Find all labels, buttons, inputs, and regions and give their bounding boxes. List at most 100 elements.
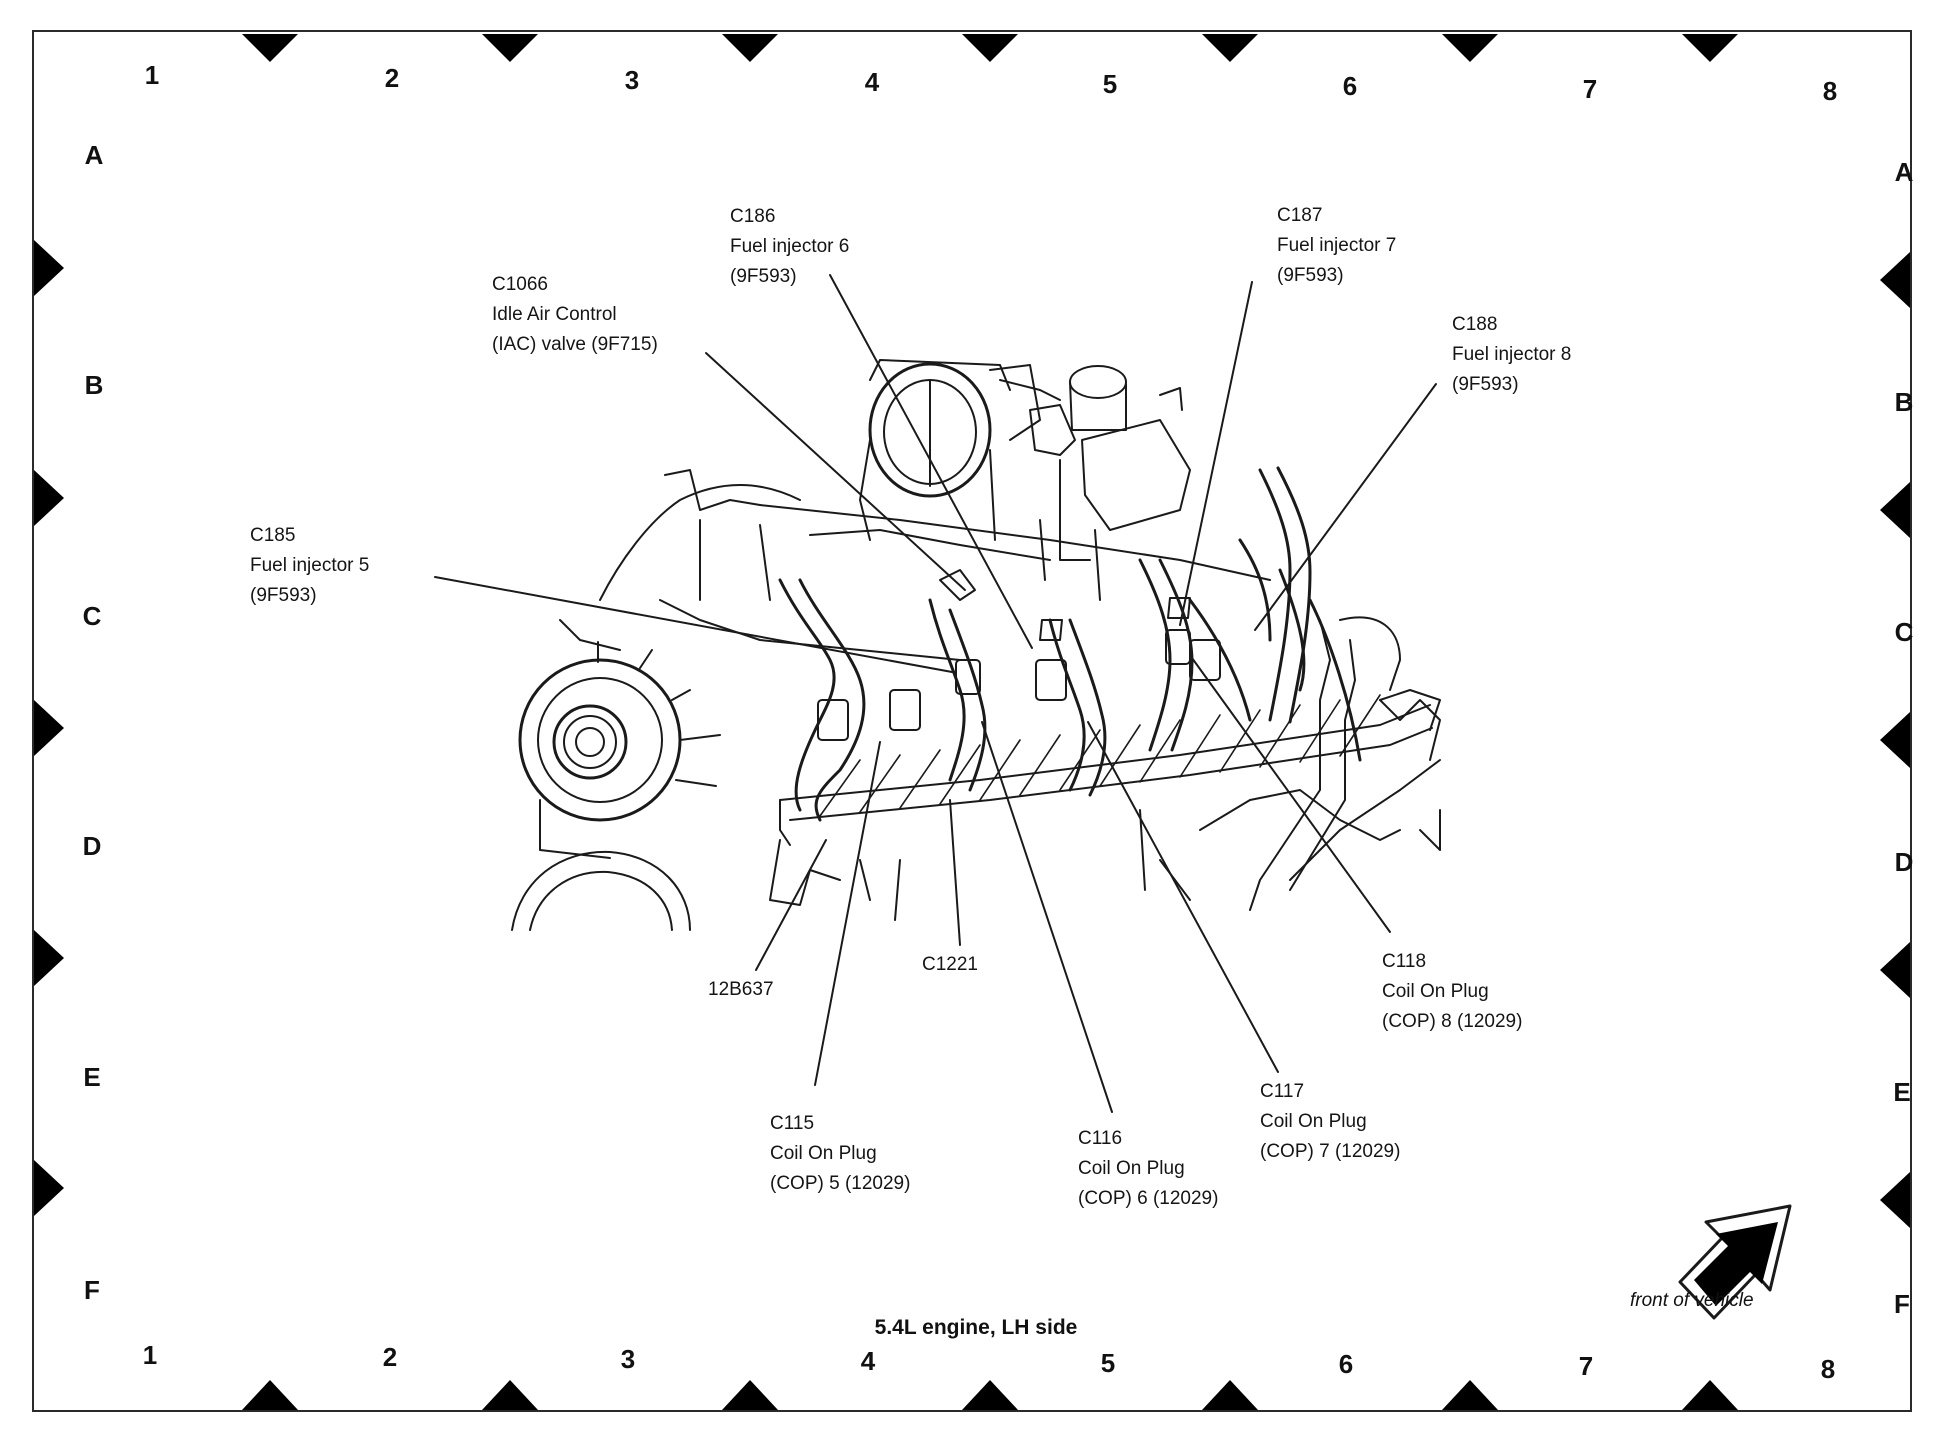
column-label-bottom-2: 2 — [382, 1342, 398, 1372]
callout-c185-line2: (9F593) — [250, 585, 317, 606]
leader-12b637 — [755, 839, 827, 971]
callout-c115-line2: (COP) 5 (12029) — [770, 1173, 911, 1194]
front-arrow-icon — [1678, 1204, 1792, 1320]
column-label-bottom-4: 4 — [860, 1346, 876, 1376]
callout-12b637-id: 12B637 — [708, 979, 774, 1000]
row-label-right-A: A — [1894, 157, 1914, 187]
crank-pulley — [511, 850, 691, 931]
row-label-left-B: B — [84, 370, 104, 400]
leader-c115 — [814, 741, 881, 1086]
callout-c185: C185 Fuel injector 5 (9F593) — [250, 521, 369, 611]
column-label-top-7: 7 — [1582, 74, 1598, 104]
callout-c116: C116 Coil On Plug (COP) 6 (12029) — [1078, 1124, 1218, 1214]
callout-c118-line2: (COP) 8 (12029) — [1382, 1011, 1523, 1032]
valve-cover — [779, 689, 1441, 846]
column-label-top-8: 8 — [1822, 76, 1838, 106]
callout-c187: C187 Fuel injector 7 (9F593) — [1277, 201, 1396, 291]
wiring-harness — [778, 466, 1362, 822]
callout-c116-line2: (COP) 6 (12029) — [1078, 1188, 1219, 1209]
callout-c115-line1: Coil On Plug — [770, 1143, 877, 1164]
iac-valve-block — [1039, 365, 1191, 601]
engine-block — [769, 759, 1441, 921]
row-label-right-C: C — [1894, 617, 1914, 647]
callout-c186-id: C186 — [730, 206, 776, 227]
leader-c1221 — [949, 799, 961, 946]
callout-c118-id: C118 — [1382, 951, 1427, 972]
throttle-body — [859, 359, 1076, 541]
callout-c186-line1: Fuel injector 6 — [730, 236, 850, 257]
callout-c116-line1: Coil On Plug — [1078, 1158, 1185, 1179]
callout-c117: C117 Coil On Plug (COP) 7 (12029) — [1260, 1077, 1400, 1167]
callout-c188-line2: (9F593) — [1452, 374, 1519, 395]
right-markers — [1880, 252, 1910, 1228]
row-label-left-E: E — [83, 1062, 101, 1092]
callout-c117-line1: Coil On Plug — [1260, 1111, 1367, 1132]
top-markers — [242, 34, 1738, 62]
right-hoses — [1249, 616, 1441, 911]
figure-caption: 5.4L engine, LH side — [874, 1316, 1078, 1339]
callout-c115: C115 Coil On Plug (COP) 5 (12029) — [770, 1109, 910, 1199]
row-label-right-F: F — [1894, 1289, 1910, 1319]
column-label-top-3: 3 — [624, 65, 640, 95]
column-label-top-6: 6 — [1342, 71, 1358, 101]
callout-c115-id: C115 — [770, 1113, 815, 1134]
column-label-bottom-3: 3 — [620, 1344, 636, 1374]
callout-12b637: 12B637 — [708, 975, 774, 1005]
column-label-bottom-8: 8 — [1820, 1354, 1836, 1384]
row-label-right-B: B — [1894, 387, 1914, 417]
cop-connectors — [817, 569, 1221, 741]
callout-c1066-line2: (IAC) valve (9F715) — [492, 334, 658, 355]
callout-c117-id: C117 — [1260, 1081, 1305, 1102]
row-label-left-C: C — [82, 601, 102, 631]
column-label-top-1: 1 — [144, 60, 160, 90]
leader-c118 — [1191, 657, 1391, 933]
grid-markers — [34, 34, 1910, 1410]
column-label-top-5: 5 — [1102, 69, 1118, 99]
callout-c187-id: C187 — [1277, 205, 1323, 226]
callout-c186-line2: (9F593) — [730, 266, 797, 287]
row-label-left-A: A — [84, 140, 104, 170]
callout-c116-id: C116 — [1078, 1128, 1123, 1149]
callout-c1066: C1066 Idle Air Control (IAC) valve (9F71… — [492, 270, 658, 360]
row-label-left-F: F — [84, 1275, 100, 1305]
callout-c1066-id: C1066 — [492, 274, 548, 295]
leader-c188 — [1254, 383, 1437, 631]
leader-c117 — [1087, 721, 1279, 1073]
callout-c185-line1: Fuel injector 5 — [250, 555, 370, 576]
callout-c1066-line1: Idle Air Control — [492, 304, 617, 325]
callout-c187-line2: (9F593) — [1277, 265, 1344, 286]
leader-c187 — [1179, 281, 1253, 626]
leader-lines — [434, 274, 1437, 1113]
row-label-left-D: D — [82, 831, 102, 861]
callout-c188-id: C188 — [1452, 314, 1498, 335]
intake-manifold — [559, 469, 1271, 661]
callout-c1221-id: C1221 — [922, 954, 978, 975]
callout-c1221: C1221 — [922, 950, 978, 980]
column-label-bottom-7: 7 — [1578, 1351, 1594, 1381]
engine-drawing — [511, 359, 1441, 931]
callout-c117-line2: (COP) 7 (12029) — [1260, 1141, 1401, 1162]
callout-c188-line1: Fuel injector 8 — [1452, 344, 1572, 365]
callout-c186: C186 Fuel injector 6 (9F593) — [730, 202, 849, 292]
row-label-right-E: E — [1893, 1077, 1911, 1107]
leader-c185 — [434, 576, 953, 673]
front-of-vehicle-label: front of vehicle — [1630, 1290, 1754, 1311]
left-markers — [34, 240, 64, 1216]
callout-c118-line1: Coil On Plug — [1382, 981, 1489, 1002]
callout-c187-line1: Fuel injector 7 — [1277, 235, 1397, 256]
column-label-top-2: 2 — [384, 63, 400, 93]
leader-c116 — [981, 721, 1113, 1113]
callout-c185-id: C185 — [250, 525, 296, 546]
callout-c188: C188 Fuel injector 8 (9F593) — [1452, 310, 1571, 400]
leader-c186 — [829, 274, 1033, 649]
callout-c118: C118 Coil On Plug (COP) 8 (12029) — [1382, 947, 1522, 1037]
column-label-bottom-6: 6 — [1338, 1349, 1354, 1379]
alternator — [518, 641, 721, 859]
diagram-frame — [32, 30, 1912, 1412]
column-label-bottom-5: 5 — [1100, 1348, 1116, 1378]
column-label-top-4: 4 — [864, 67, 880, 97]
row-label-right-D: D — [1894, 847, 1914, 877]
leader-c1066 — [705, 352, 966, 591]
bottom-markers — [242, 1380, 1738, 1410]
